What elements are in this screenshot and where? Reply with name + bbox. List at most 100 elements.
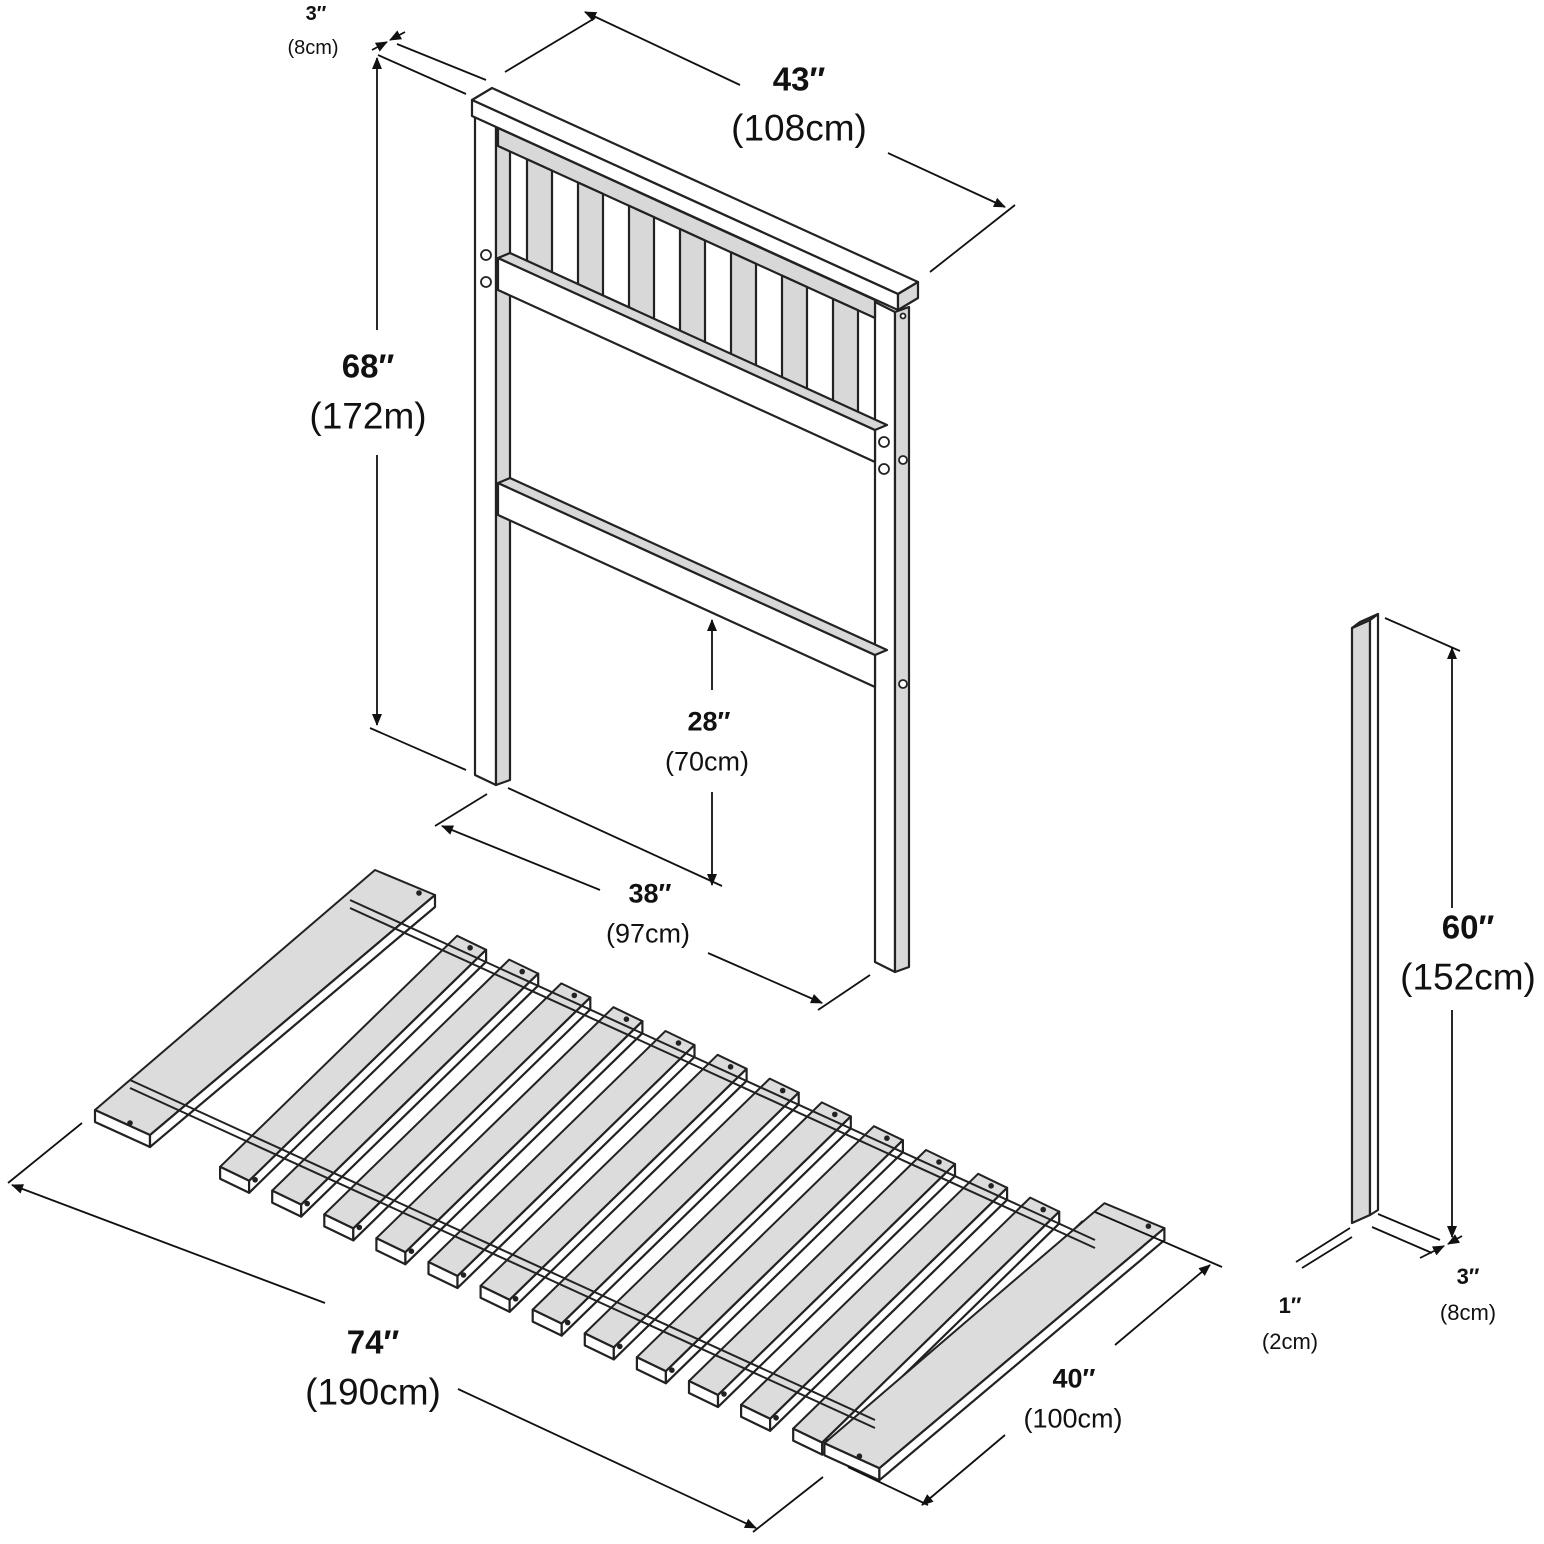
- slat-screw-hole: [1040, 1206, 1046, 1213]
- slat-screw-hole: [304, 1200, 311, 1207]
- dim-headboard-height-metric: (172m): [309, 395, 427, 437]
- slat-side: [768, 1186, 1009, 1432]
- bolt-hole: [480, 249, 492, 261]
- dim-headboard-depth-metric: (8cm): [287, 37, 339, 59]
- dimension-arrow: [921, 1434, 1006, 1506]
- dimension-arrow: [887, 152, 1006, 208]
- extension-line: [434, 793, 488, 827]
- dimension-arrow: [389, 30, 406, 41]
- extension-line: [1384, 617, 1461, 652]
- dim-headboard-depth-imperial: 3″: [305, 3, 327, 25]
- slat-side: [878, 1227, 1166, 1482]
- slat-roll: [93, 869, 1166, 1482]
- headboard-right-post: [873, 300, 897, 974]
- dim-rail-height-imperial: 28″: [687, 706, 731, 737]
- bolt-hole: [480, 276, 492, 288]
- slat-tie-strap-bottom: [129, 1087, 876, 1429]
- extension-line: [1094, 1211, 1223, 1268]
- bolt-hole: [898, 679, 908, 689]
- dim-slat-roll-length-metric: (190cm): [305, 1371, 441, 1413]
- slat-side: [664, 1139, 905, 1385]
- slat-side: [300, 972, 540, 1218]
- slat-screw-hole: [988, 1183, 994, 1189]
- slat-screw-hole: [779, 1087, 786, 1094]
- slat-screw-hole: [460, 1272, 467, 1278]
- slat-screw-hole: [856, 1453, 863, 1459]
- side-rail: [1350, 612, 1380, 1225]
- dimension-arrow: [457, 1388, 757, 1529]
- dimension-lines: [7, 11, 1463, 1533]
- slat-screw-hole: [564, 1319, 571, 1326]
- dim-rail-depth-metric: (8cm): [1439, 1300, 1497, 1325]
- headboard-left-post-side: [494, 118, 512, 787]
- slat-screw-hole: [623, 1016, 630, 1022]
- slat-screw-hole: [936, 1159, 942, 1165]
- dimension-arrow: [1447, 1234, 1463, 1245]
- slat-screw-hole: [571, 992, 578, 999]
- slat-screw-hole: [512, 1296, 519, 1302]
- side-rail-face: [1350, 618, 1372, 1225]
- dim-rail-length-imperial: 60″: [1441, 908, 1495, 946]
- extension-line: [847, 1466, 929, 1506]
- dim-rail-depth-imperial: 3″: [1456, 1264, 1480, 1289]
- headboard-middle-rail-top: [496, 251, 889, 432]
- headboard-left-post: [473, 113, 498, 787]
- slat-screw-hole: [884, 1135, 890, 1141]
- dim-headboard-height-imperial: 68″: [341, 347, 395, 385]
- headboard-lower-rail-top: [496, 476, 889, 657]
- headboard-top-cap-end: [896, 280, 920, 312]
- dimension-arrow: [1114, 1264, 1211, 1346]
- slat-side: [148, 893, 437, 1149]
- slat-screw-hole: [832, 1111, 838, 1118]
- dim-rail-height-metric: (70cm): [664, 746, 750, 777]
- slat-side: [560, 1091, 800, 1337]
- extension-line: [377, 54, 467, 95]
- dim-slat-width-imperial: 40″: [1052, 1363, 1096, 1394]
- dim-headboard-width-metric: (108cm): [731, 107, 867, 149]
- slat-screw-hole: [669, 1367, 675, 1373]
- slat-screw-hole: [519, 968, 525, 975]
- headboard-lower-rail: [496, 481, 877, 689]
- headboard: [470, 86, 920, 974]
- dim-headboard-width-imperial: 43″: [772, 60, 826, 98]
- side-rail-top: [1350, 612, 1380, 630]
- slat-tie-strap-bottom: [129, 1079, 876, 1421]
- dim-rail-length-metric: (152cm): [1400, 956, 1536, 998]
- slat-side: [456, 1043, 696, 1290]
- dim-leg-span-metric: (97cm): [605, 918, 691, 949]
- slats: [93, 869, 1166, 1482]
- bolt-hole: [878, 436, 890, 448]
- slat-screw-hole: [127, 1120, 133, 1126]
- bolt-hole: [898, 455, 908, 465]
- slat-side: [716, 1162, 957, 1409]
- extension-line: [1301, 1236, 1353, 1269]
- slat-tie-strap-top: [349, 899, 1096, 1241]
- dimension-arrow: [1419, 1245, 1445, 1259]
- dimension-arrow: [441, 825, 601, 891]
- extension-line: [507, 787, 723, 887]
- bolt-hole: [878, 463, 890, 475]
- slat-screw-hole: [773, 1415, 779, 1421]
- slat-screw-hole: [467, 945, 473, 951]
- headboard-slats: [525, 158, 860, 424]
- slat-side: [404, 1020, 644, 1266]
- extension-line: [396, 43, 487, 81]
- extension-line: [369, 727, 467, 771]
- side-rail-edge: [1368, 612, 1380, 1217]
- dimension-arrow: [371, 41, 388, 52]
- extension-line: [1377, 1213, 1441, 1241]
- headboard-right-post-side: [893, 305, 911, 974]
- dimension-arrow: [11, 1184, 326, 1304]
- extension-line: [1295, 1227, 1351, 1263]
- slat-tie-strap-top: [349, 907, 1096, 1249]
- extension-line: [817, 974, 871, 1011]
- headboard-top-rail: [496, 126, 877, 320]
- extension-line: [7, 1122, 83, 1184]
- extension-line: [929, 204, 1016, 273]
- slat-screw-hole: [675, 1040, 682, 1046]
- dimension-arrow: [584, 11, 741, 86]
- slat-screw-hole: [252, 1177, 258, 1183]
- dim-rail-thickness-metric: (2cm): [1261, 1329, 1319, 1354]
- bolt-hole: [899, 312, 907, 320]
